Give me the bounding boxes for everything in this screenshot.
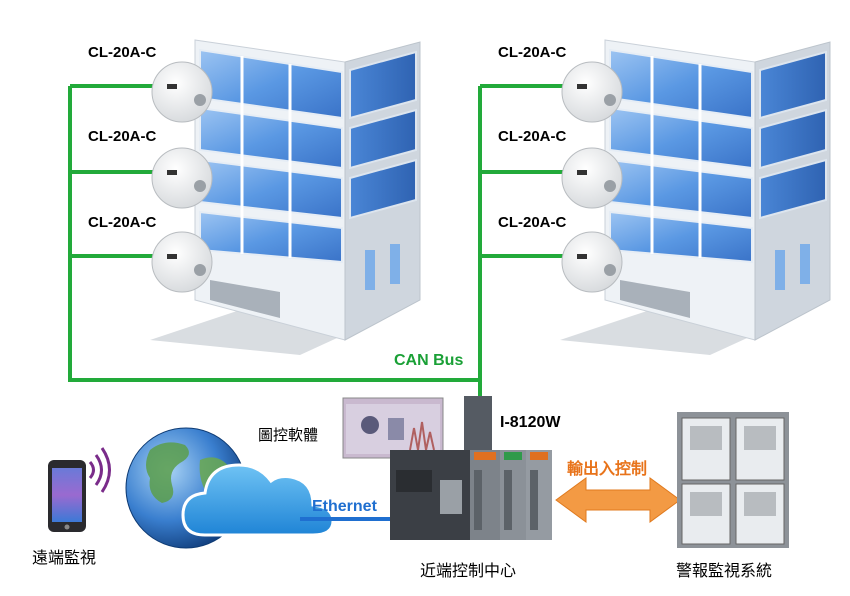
sensor-label-right-3: CL-20A-C: [498, 214, 567, 231]
sensor-left-2: [151, 147, 213, 209]
sensor-label-left-3: CL-20A-C: [88, 214, 157, 231]
sensor-right-2: [561, 147, 623, 209]
alarm-system-label: 警報監視系統: [676, 561, 773, 580]
io-control-arrow: [555, 477, 681, 523]
io-control-label: 輸出入控制: [567, 459, 648, 478]
sensor-right-1: [561, 61, 623, 123]
sensor-label-left-2: CL-20A-C: [88, 128, 157, 145]
building-right-icon: [560, 39, 831, 355]
controller-label: I-8120W: [500, 414, 561, 431]
building-left-icon: [150, 39, 421, 355]
sensor-left-3: [151, 231, 213, 293]
remote-monitoring-label: 遠端監視: [32, 548, 97, 567]
sensor-label-left-1: CL-20A-C: [88, 44, 157, 61]
scada-screen-icon: [342, 397, 444, 459]
wifi-signal-icon: [88, 447, 111, 493]
sensor-label-right-2: CL-20A-C: [498, 128, 567, 145]
graphic-software-label: 圖控軟體: [258, 426, 319, 444]
local-control-center-label: 近端控制中心: [420, 561, 517, 580]
sensor-right-3: [561, 231, 623, 293]
can-bus-wiring: [68, 84, 570, 398]
ethernet-label: Ethernet: [312, 498, 377, 515]
can-bus-label: CAN Bus: [394, 352, 464, 369]
cloud-icon: [181, 463, 335, 537]
sensor-label-right-1: CL-20A-C: [498, 44, 567, 61]
alarm-panel-icon: [677, 412, 789, 548]
sensor-left-1: [151, 61, 213, 123]
smartphone-icon: [48, 460, 86, 532]
plc-controller-icon: [390, 396, 552, 540]
